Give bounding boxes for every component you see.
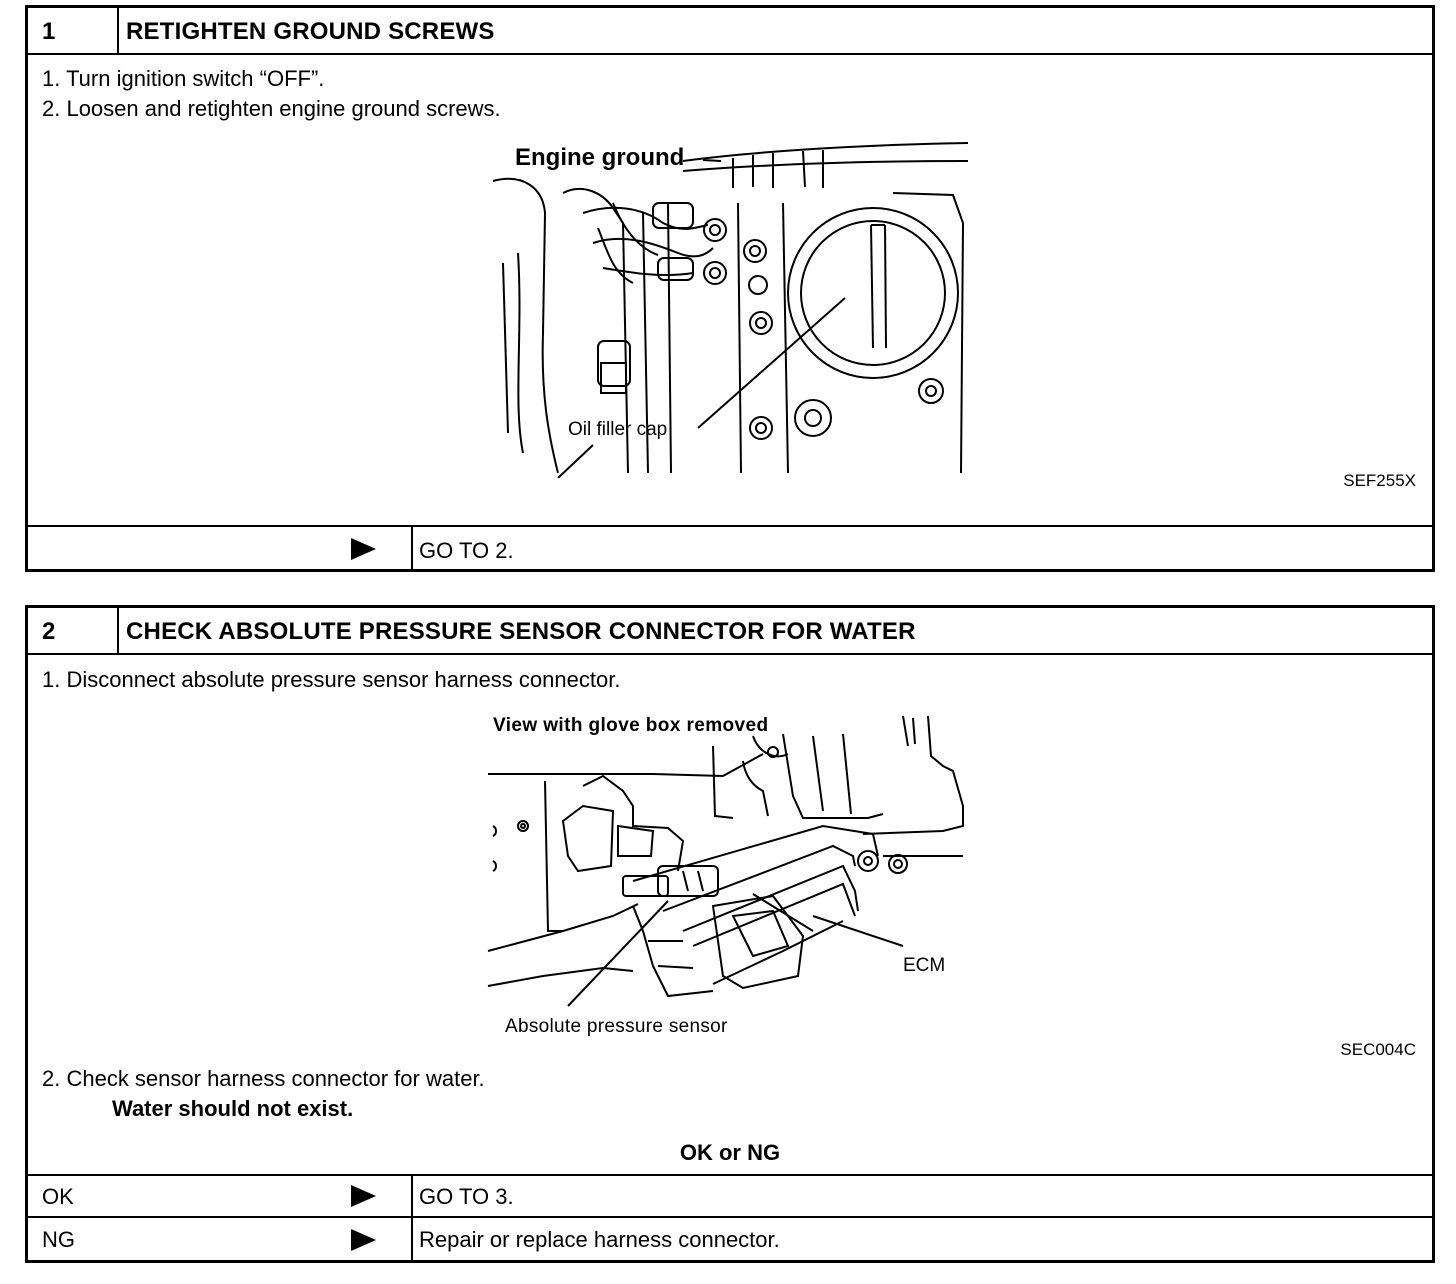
play-arrow-icon [351, 538, 376, 560]
step-title: CHECK ABSOLUTE PRESSURE SENSOR CONNECTOR… [126, 618, 916, 645]
oil-filler-cap-label: Oil filler cap [568, 419, 667, 440]
result-column-divider [411, 525, 413, 572]
figure-code: SEC004C [1340, 1040, 1416, 1059]
result-divider [28, 1216, 1432, 1218]
instruction-1: 1. Turn ignition switch “OFF”. [42, 66, 325, 91]
result-action-ok: GO TO 3. [419, 1184, 514, 1209]
result-action-ng: Repair or replace harness connector. [419, 1227, 780, 1252]
engine-ground-illustration: Engine ground Oil filler cap [492, 142, 969, 478]
step-number: 2 [42, 618, 56, 645]
step-2-box: 2 CHECK ABSOLUTE PRESSURE SENSOR CONNECT… [25, 605, 1435, 1263]
specification-text: Water should not exist. [112, 1096, 354, 1121]
step-1-box: 1 RETIGHTEN GROUND SCREWS 1. Turn igniti… [25, 5, 1435, 572]
ok-ng-heading: OK or NG [679, 1140, 781, 1165]
header-divider [117, 8, 119, 53]
view-label: View with glove box removed [493, 715, 768, 736]
result-label-ok: OK [42, 1184, 74, 1209]
step-1-header: 1 RETIGHTEN GROUND SCREWS [28, 8, 1432, 55]
instruction-2: 2. Check sensor harness connector for wa… [42, 1066, 485, 1091]
result-divider [28, 1174, 1432, 1176]
result-action: GO TO 2. [419, 538, 514, 563]
absolute-pressure-sensor-illustration: View with glove box removed ECM Absolute… [487, 715, 964, 1037]
step-number: 1 [42, 18, 56, 45]
instruction-2: 2. Loosen and retighten engine ground sc… [42, 96, 501, 121]
play-arrow-icon [351, 1185, 376, 1207]
step-2-header: 2 CHECK ABSOLUTE PRESSURE SENSOR CONNECT… [28, 608, 1432, 655]
absolute-pressure-sensor-label: Absolute pressure sensor [505, 1016, 728, 1037]
play-arrow-icon [351, 1229, 376, 1251]
result-divider [28, 525, 1432, 527]
ecm-label: ECM [903, 955, 945, 976]
engine-ground-label: Engine ground [515, 144, 684, 171]
result-label-ng: NG [42, 1227, 75, 1252]
step-title: RETIGHTEN GROUND SCREWS [126, 18, 495, 45]
header-divider [117, 608, 119, 653]
figure-code: SEF255X [1343, 471, 1416, 490]
instruction-1: 1. Disconnect absolute pressure sensor h… [42, 667, 621, 692]
